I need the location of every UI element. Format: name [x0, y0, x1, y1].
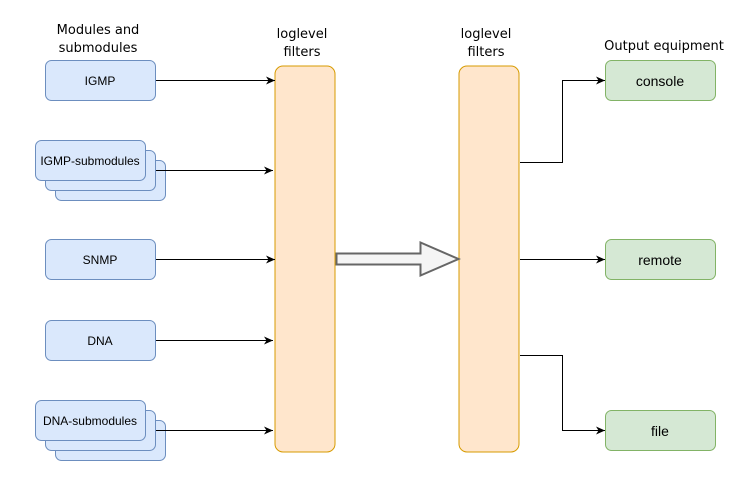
block-arrow-icon: [335, 240, 462, 278]
module-dna-submodules-label: DNA-submodules: [43, 414, 137, 428]
module-igmp[interactable]: IGMP: [45, 60, 156, 101]
module-snmp[interactable]: SNMP: [45, 239, 156, 280]
output-file-label: file: [651, 423, 669, 439]
module-dna[interactable]: DNA: [45, 320, 156, 361]
modules-header-line2: submodules: [59, 41, 138, 56]
connector-filter-console: [520, 76, 605, 163]
module-dna-submodules[interactable]: DNA-submodules: [35, 400, 166, 461]
output-remote[interactable]: remote: [605, 239, 716, 280]
filter1-header-line2: filters: [283, 45, 320, 60]
module-igmp-label: IGMP: [85, 74, 116, 88]
module-igmp-submodules-label: IGMP-submodules: [40, 154, 139, 168]
module-dna-label: DNA: [87, 334, 112, 348]
module-snmp-label: SNMP: [83, 253, 118, 267]
output-console[interactable]: console: [605, 60, 716, 101]
loglevel-filter-block-2[interactable]: [458, 65, 520, 453]
filter1-header-line1: loglevel: [277, 27, 328, 42]
filter2-header-line1: loglevel: [461, 27, 512, 42]
output-remote-label: remote: [638, 252, 682, 268]
filter2-header-line2: filters: [467, 45, 504, 60]
output-header: Output equipment: [604, 39, 724, 54]
modules-header-line1: Modules and: [57, 23, 140, 38]
output-file[interactable]: file: [605, 410, 716, 451]
loglevel-filter-block-1[interactable]: [274, 65, 336, 453]
module-igmp-submodules[interactable]: IGMP-submodules: [35, 140, 166, 201]
connector-filter-file: [520, 355, 605, 435]
output-console-label: console: [636, 73, 684, 89]
